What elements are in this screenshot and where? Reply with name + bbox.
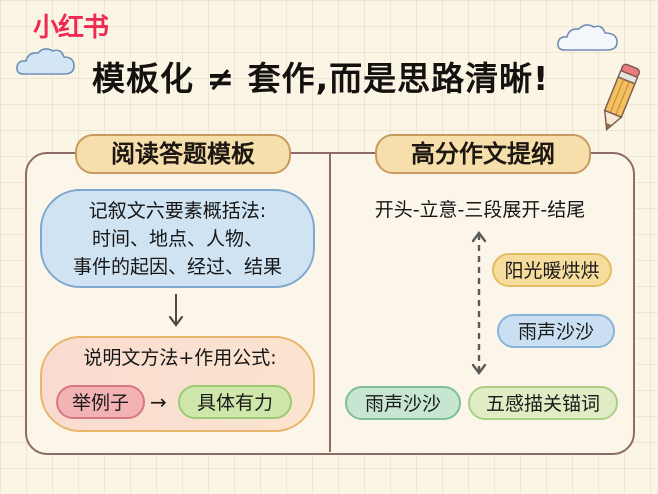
narrative-line-2: 时间、地点、人物、 — [91, 228, 263, 250]
panel-divider — [329, 153, 331, 452]
essay-outline-steps: 开头-立意-三段展开-结尾 — [374, 199, 586, 221]
chip-rain-sound-blue: 雨声沙沙 — [497, 314, 615, 348]
reading-template-tag: 阅读答题模板 — [75, 134, 291, 174]
right-arrow-icon: → — [150, 390, 167, 414]
chip-sunshine: 阳光暖烘烘 — [492, 253, 612, 287]
pencil-icon — [603, 63, 640, 131]
double-dashed-arrow-icon — [471, 231, 487, 375]
cloud-left-icon — [16, 48, 75, 75]
brand-logo: 小红书 — [33, 13, 109, 43]
essay-outline-tag: 高分作文提纲 — [375, 134, 591, 174]
chip-rain-sound-green: 雨声沙沙 — [345, 386, 461, 420]
method-chip: 举例子 — [56, 385, 145, 419]
effect-chip: 具体有力 — [178, 385, 292, 419]
chip-five-senses: 五感描关锚词 — [468, 386, 618, 420]
cloud-right-icon — [557, 24, 618, 51]
down-arrow-icon — [168, 294, 184, 327]
narrative-elements-box: 记叙文六要素概括法: 时间、地点、人物、 事件的起因、经过、结果 — [40, 189, 315, 288]
narrative-line-1: 记叙文六要素概括法: — [88, 200, 267, 222]
narrative-line-3: 事件的起因、经过、结果 — [72, 256, 282, 278]
page-title: 模板化 ≠ 套作,而是思路清晰! — [92, 59, 550, 98]
expository-formula-title: 说明文方法+作用公式: — [83, 347, 277, 369]
